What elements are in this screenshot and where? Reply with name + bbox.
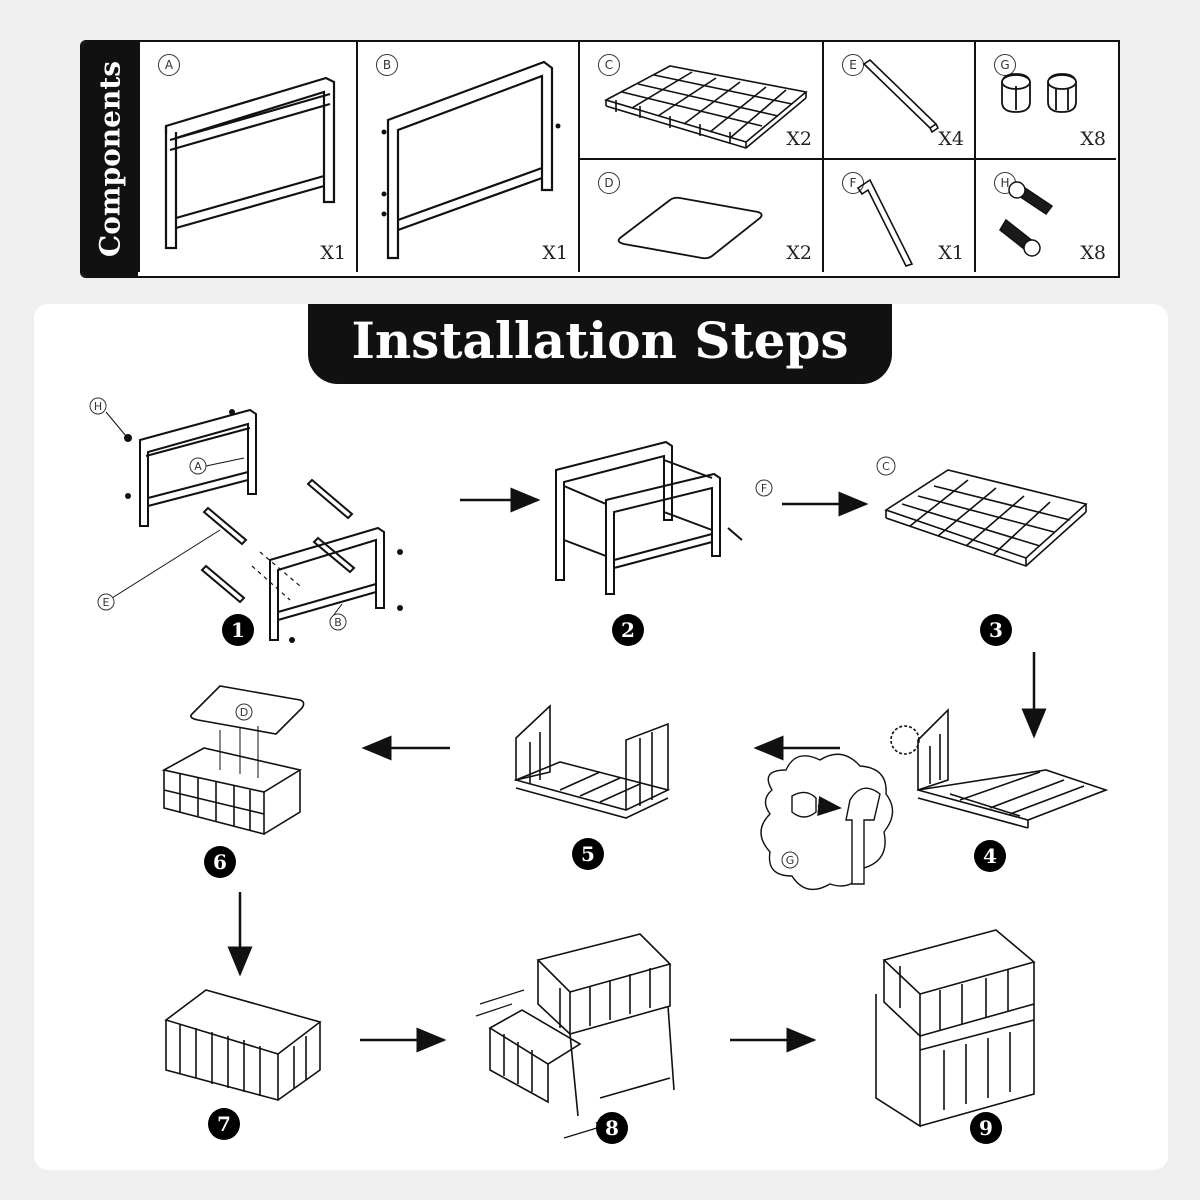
component-h: H X8 <box>974 158 1116 272</box>
side-frame-b-illustration <box>381 60 561 260</box>
callout-b-step1: B <box>334 616 342 629</box>
step-1-illustration <box>139 408 385 641</box>
component-e-letter: E <box>842 54 864 76</box>
components-panel: Components A X1 B X1 <box>80 40 1120 278</box>
callout-c-step3: C <box>882 460 890 473</box>
callout-a-step1: A <box>194 460 202 473</box>
component-f-letter: F <box>842 172 864 194</box>
step-2-illustration <box>555 440 743 595</box>
component-g: G X8 <box>974 42 1116 158</box>
component-c-qty: X2 <box>786 128 812 150</box>
step-4-illustration <box>890 708 1109 829</box>
step-8-number: 8 <box>596 1112 628 1144</box>
component-d-letter: D <box>598 172 620 194</box>
step-4-number: 4 <box>974 840 1006 872</box>
component-f-qty: X1 <box>938 242 964 264</box>
component-a-letter: A <box>158 54 180 76</box>
component-d-qty: X2 <box>786 242 812 264</box>
component-b-qty: X1 <box>542 242 568 264</box>
step-2-number: 2 <box>612 614 644 646</box>
callout-e-step1: E <box>103 596 110 609</box>
callout-f-step2: F <box>761 482 767 495</box>
component-e-qty: X4 <box>938 128 964 150</box>
step-7-illustration <box>164 989 322 1102</box>
callout-d-step6: D <box>240 706 248 719</box>
component-d: D X2 <box>578 158 822 272</box>
component-h-qty: X8 <box>1080 242 1106 264</box>
step-3-number: 3 <box>980 614 1012 646</box>
wire-basket-illustration <box>603 65 808 149</box>
screw-illustration <box>999 181 1054 257</box>
shelf-liner-illustration <box>617 196 763 260</box>
step-6-number: 6 <box>204 846 236 878</box>
step-4-detail-cloud <box>760 753 894 891</box>
component-b-letter: B <box>376 54 398 76</box>
allen-key-illustration <box>856 178 914 267</box>
side-frame-a-illustration <box>164 76 336 250</box>
component-g-qty: X8 <box>1080 128 1106 150</box>
component-a: A X1 <box>138 42 356 272</box>
connector-clip-illustration <box>1001 73 1077 113</box>
step-9-number: 9 <box>970 1112 1002 1144</box>
component-g-letter: G <box>994 54 1016 76</box>
callout-g-step4: G <box>786 854 795 867</box>
step-1-leader-lines <box>105 411 343 621</box>
component-e: E X4 <box>822 42 974 158</box>
component-a-qty: X1 <box>320 242 346 264</box>
part-callouts: H A E B F C D G <box>89 397 896 869</box>
step-5-number: 5 <box>572 838 604 870</box>
step-1-number: 1 <box>222 614 254 646</box>
component-f: F X1 <box>822 158 974 272</box>
component-c: C X2 <box>578 42 822 158</box>
step-9-illustration <box>875 929 1036 1128</box>
component-b: B X1 <box>356 42 578 272</box>
step-3-illustration <box>884 469 1088 567</box>
flow-arrows <box>227 487 1047 1053</box>
step-5-illustration <box>513 704 671 819</box>
callout-h-step1: H <box>94 400 102 413</box>
support-bar-illustration <box>862 58 940 134</box>
components-tab: Components <box>82 42 138 276</box>
step-6-illustration <box>161 685 305 836</box>
step-1-screws <box>124 409 403 643</box>
component-c-letter: C <box>598 54 620 76</box>
step-8-illustration <box>475 933 675 1139</box>
step-7-number: 7 <box>208 1108 240 1140</box>
installation-title: Installation Steps <box>308 304 892 384</box>
